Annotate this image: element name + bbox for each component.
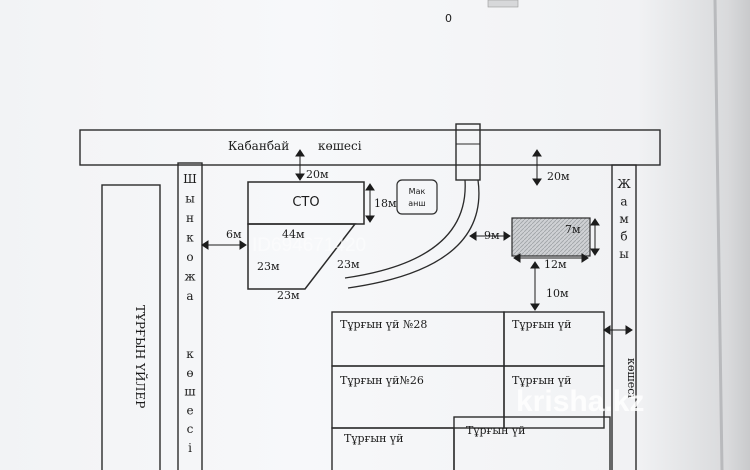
stamp-fragment xyxy=(487,0,519,8)
house-28-label: Тұрғын үй №28 xyxy=(340,318,427,331)
driveway-outer xyxy=(347,179,480,289)
koshesi-letter: с xyxy=(187,422,194,436)
shynkozha-letter: н xyxy=(186,211,194,225)
zhamby-letter: м xyxy=(619,212,628,226)
koshesi-letter: ш xyxy=(184,385,195,399)
page-number: 0 xyxy=(445,12,452,25)
shop-label-1: Мак xyxy=(409,187,426,196)
koshesi-letter: ө xyxy=(186,366,193,380)
dim-20m-top: 20м xyxy=(306,168,329,181)
house-26-label: Тұрғын үй№26 xyxy=(340,374,424,387)
house-bottom-right xyxy=(453,416,611,470)
koshesi-letter: е xyxy=(186,403,193,417)
dim-18m: 18м xyxy=(374,197,397,210)
dim-7m: 7м xyxy=(565,223,581,236)
street-name-zhamby-koshesi: көшесі xyxy=(625,358,638,398)
dim-23m-right: 23м xyxy=(337,258,360,271)
shop-box xyxy=(396,179,438,215)
street-name-koshesi: көшесі xyxy=(318,139,362,153)
zhamby-letter: а xyxy=(620,195,627,209)
street-kabanbay xyxy=(79,129,661,166)
shynkozha-letter: ж xyxy=(184,270,195,284)
street-zhamby xyxy=(611,164,637,470)
gate xyxy=(455,123,481,181)
shynkozha-letter: к xyxy=(186,231,194,245)
dimension-arrows xyxy=(201,149,633,335)
sto-label: СТО xyxy=(292,195,319,210)
koshesi-letter: і xyxy=(188,441,192,455)
zhamby-letter: б xyxy=(620,230,627,244)
house-right-1-label: Тұрғын үй xyxy=(512,318,571,331)
dim-44m: 44м xyxy=(282,228,305,241)
dim-23m-left: 23м xyxy=(257,260,280,273)
koshesi-letter: к xyxy=(186,347,194,361)
residential-strip xyxy=(101,184,161,470)
house-bottom-right-label: Тұрғын үй xyxy=(466,424,525,437)
shop-label-2: анш xyxy=(408,199,425,208)
house-right-2 xyxy=(503,365,605,429)
watermark-brand: krisha.kz xyxy=(516,385,644,418)
dim-20m-right: 20м xyxy=(547,170,570,183)
sto-plot xyxy=(247,223,357,290)
shynkozha-letter: о xyxy=(186,250,193,264)
hatched-building xyxy=(511,217,591,257)
shynkozha-letter: Ш xyxy=(183,172,197,186)
dim-23m-bottom: 23м xyxy=(277,289,300,302)
driveway-inner xyxy=(344,179,466,279)
dim-6m: 6м xyxy=(226,228,242,241)
house-bottom-left-label: Тұрғын үй xyxy=(344,432,403,445)
street-shynkozha xyxy=(177,162,203,470)
house-right-2-label: Тұрғын үй xyxy=(512,374,571,387)
street-name-kabanbay: Кабанбай xyxy=(228,139,289,153)
dim-10m: 10м xyxy=(546,287,569,300)
zhamby-letter: ы xyxy=(619,247,629,261)
shynkozha-letter: а xyxy=(186,289,193,303)
watermark-id: ID694671420 xyxy=(252,235,366,256)
dim-9m: 9м xyxy=(484,229,500,242)
dim-12m: 12м xyxy=(544,258,567,271)
residential-label: ТҰРҒЫН ҮЙЛЕР xyxy=(133,305,149,408)
shynkozha-letter: ы xyxy=(185,192,195,206)
zhamby-letter: Ж xyxy=(617,177,631,191)
page-edge xyxy=(713,0,724,470)
